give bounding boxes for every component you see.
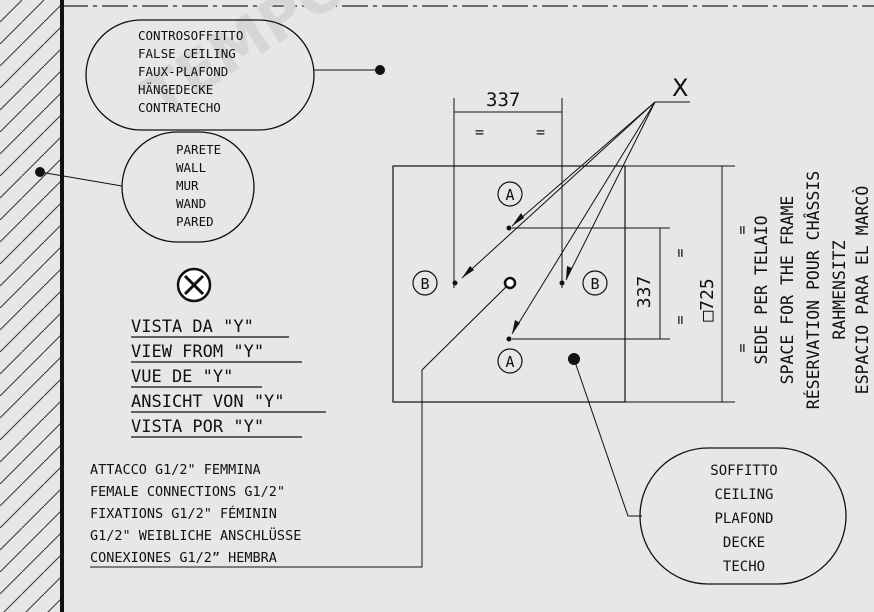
ceiling-label-line: CONTRATECHO [138,100,221,115]
fixing-point [452,280,458,286]
ceiling-label-bubble [85,19,315,131]
view-from-line: VISTA DA "Y" [131,317,254,337]
connection-note-line: FIXATIONS G1/2" FÉMININ [90,505,277,522]
fixing-point [559,280,565,286]
soffit-label-line: SOFFITTO [710,463,777,479]
connection-note-line: ATTACCO G1/2" FEMMINA [90,462,261,478]
soffit-label-line: DECKE [723,535,765,551]
x-label: X [672,74,688,102]
view-marker-icon [176,267,212,303]
dim-horizontal-value: 337 [486,89,520,111]
connection-leader [90,282,511,568]
point-b-left-circle [412,270,438,296]
ceiling-label-line: FAUX-PLAFOND [138,64,228,79]
fixing-point [506,336,512,342]
ceiling-label-line: FALSE CEILING [138,46,236,61]
dim-horizontal-eq: = [475,123,484,141]
view-from-line: VIEW FROM "Y" [131,342,264,362]
point-b-right-circle [582,270,608,296]
frame-label-line: ESPACIO PARA EL MARCÒ [853,186,872,395]
x-arrows [461,101,656,335]
connection-note-line: CONEXIONES G1/2” HEMBRA [90,550,277,566]
view-from-line: VISTA POR "Y" [131,417,264,437]
connection-note-line: G1/2" WEIBLICHE ANSCHLÜSSE [90,526,301,544]
soffit-label-line: PLAFOND [714,511,773,527]
ceiling-label-line: HÄNGEDECKE [138,82,213,97]
pipe-connection [503,276,517,290]
frame-label-line: RÉSERVATION POUR CHÂSSIS [804,171,823,409]
view-from-line: VUE DE "Y" [131,367,233,387]
frame-label-line: RAHMENSITZ [830,240,849,339]
dim-vertical-inner-eq: = [671,315,689,324]
fixing-point [506,225,512,231]
wall-label-line: MUR [176,178,199,193]
point-a-bottom-label: A [505,353,514,371]
wall-label-line: WALL [176,160,206,175]
wall-leader [39,171,123,187]
view-from-line: ANSICHT VON "Y" [131,392,285,412]
frame-label-eq: = [733,225,751,234]
dim-vertical-outer-value: □725 [697,278,718,321]
point-a-top-label: A [505,186,514,204]
soffit-label-line: TECHO [723,559,765,575]
frame-label-line: SPACE FOR THE FRAME [778,196,797,385]
soffit-label-line: CEILING [714,487,773,503]
frame-label-line: SEDE PER TELAIO [752,215,771,364]
point-a-top-circle [497,181,523,207]
wall-label-line: PARETE [176,142,221,157]
wall-leader-dot [35,167,45,177]
soffit-label-bubble [639,447,847,585]
point-b-right-label: B [590,275,599,293]
dim-vertical-inner-value: 337 [634,276,655,309]
wall-label-line: PARED [176,214,214,229]
wall-label-bubble [121,131,255,243]
dim-vertical-inner-eq: = [671,248,689,257]
connection-note-line: FEMALE CONNECTIONS G1/2" [90,484,285,500]
frame-label-eq: = [733,343,751,352]
dim-horizontal-eq: = [536,123,545,141]
point-b-left-label: B [420,275,429,293]
ceiling-label-line: CONTROSOFFITTO [138,28,243,43]
wall-label-line: WAND [176,196,206,211]
point-a-bottom-circle [497,348,523,374]
frame-outline [392,165,626,403]
soffit-leader [573,358,642,517]
ceiling-leader-dot [375,65,385,75]
wall-hatching [0,0,60,612]
